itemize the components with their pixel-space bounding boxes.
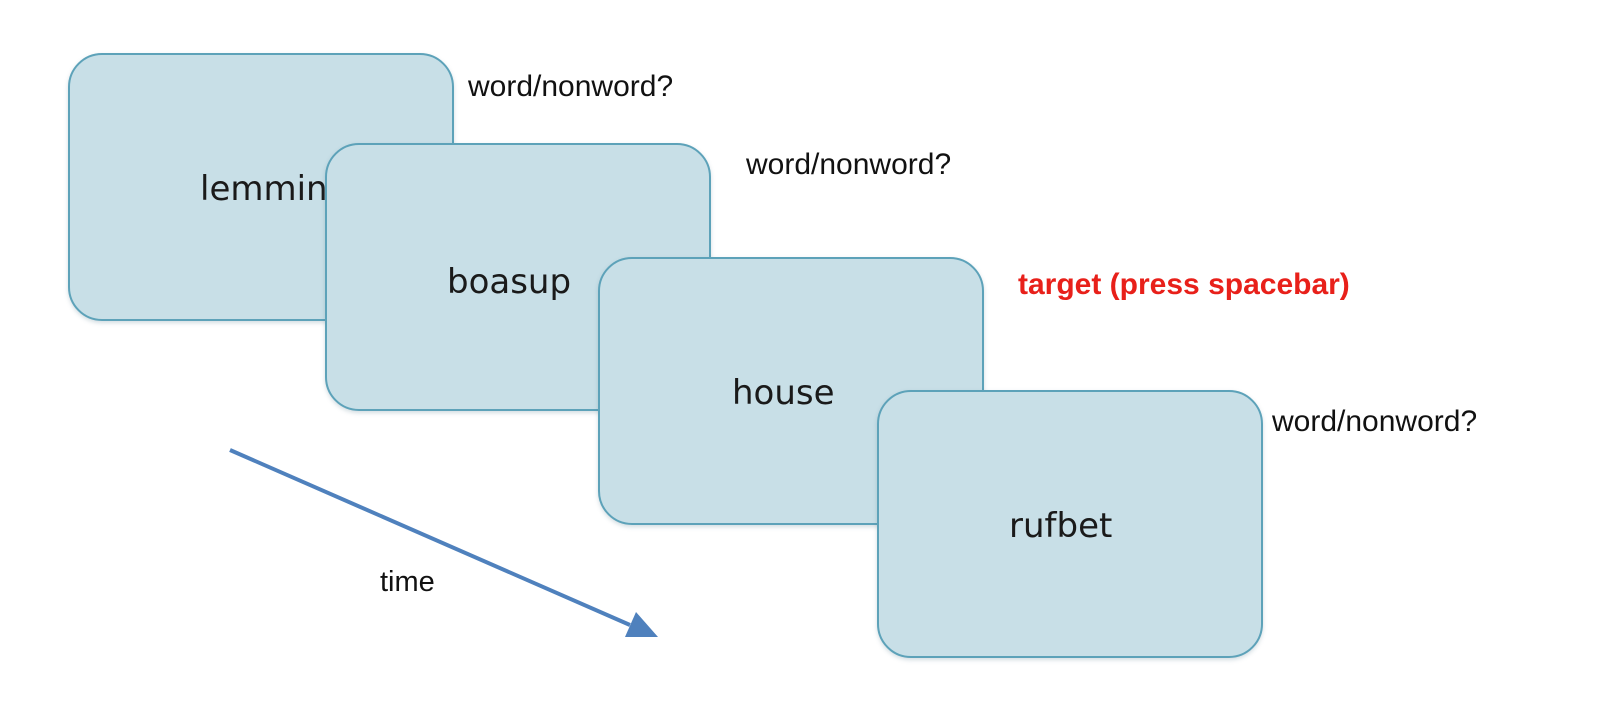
stimulus-word-4: rufbet: [1009, 506, 1113, 546]
task-prompt-1: word/nonword?: [468, 70, 674, 103]
target-prompt: target (press spacebar): [1018, 268, 1350, 301]
task-prompt-2: word/nonword?: [746, 148, 952, 181]
time-arrow-head: [625, 612, 658, 637]
stimulus-word-1: lemming: [200, 169, 350, 209]
task-prompt-4: word/nonword?: [1272, 405, 1478, 438]
stimulus-card-4: rufbet: [877, 390, 1263, 658]
stimulus-word-3: house: [732, 373, 835, 413]
time-label: time: [380, 566, 435, 598]
stimulus-word-2: boasup: [447, 262, 572, 302]
